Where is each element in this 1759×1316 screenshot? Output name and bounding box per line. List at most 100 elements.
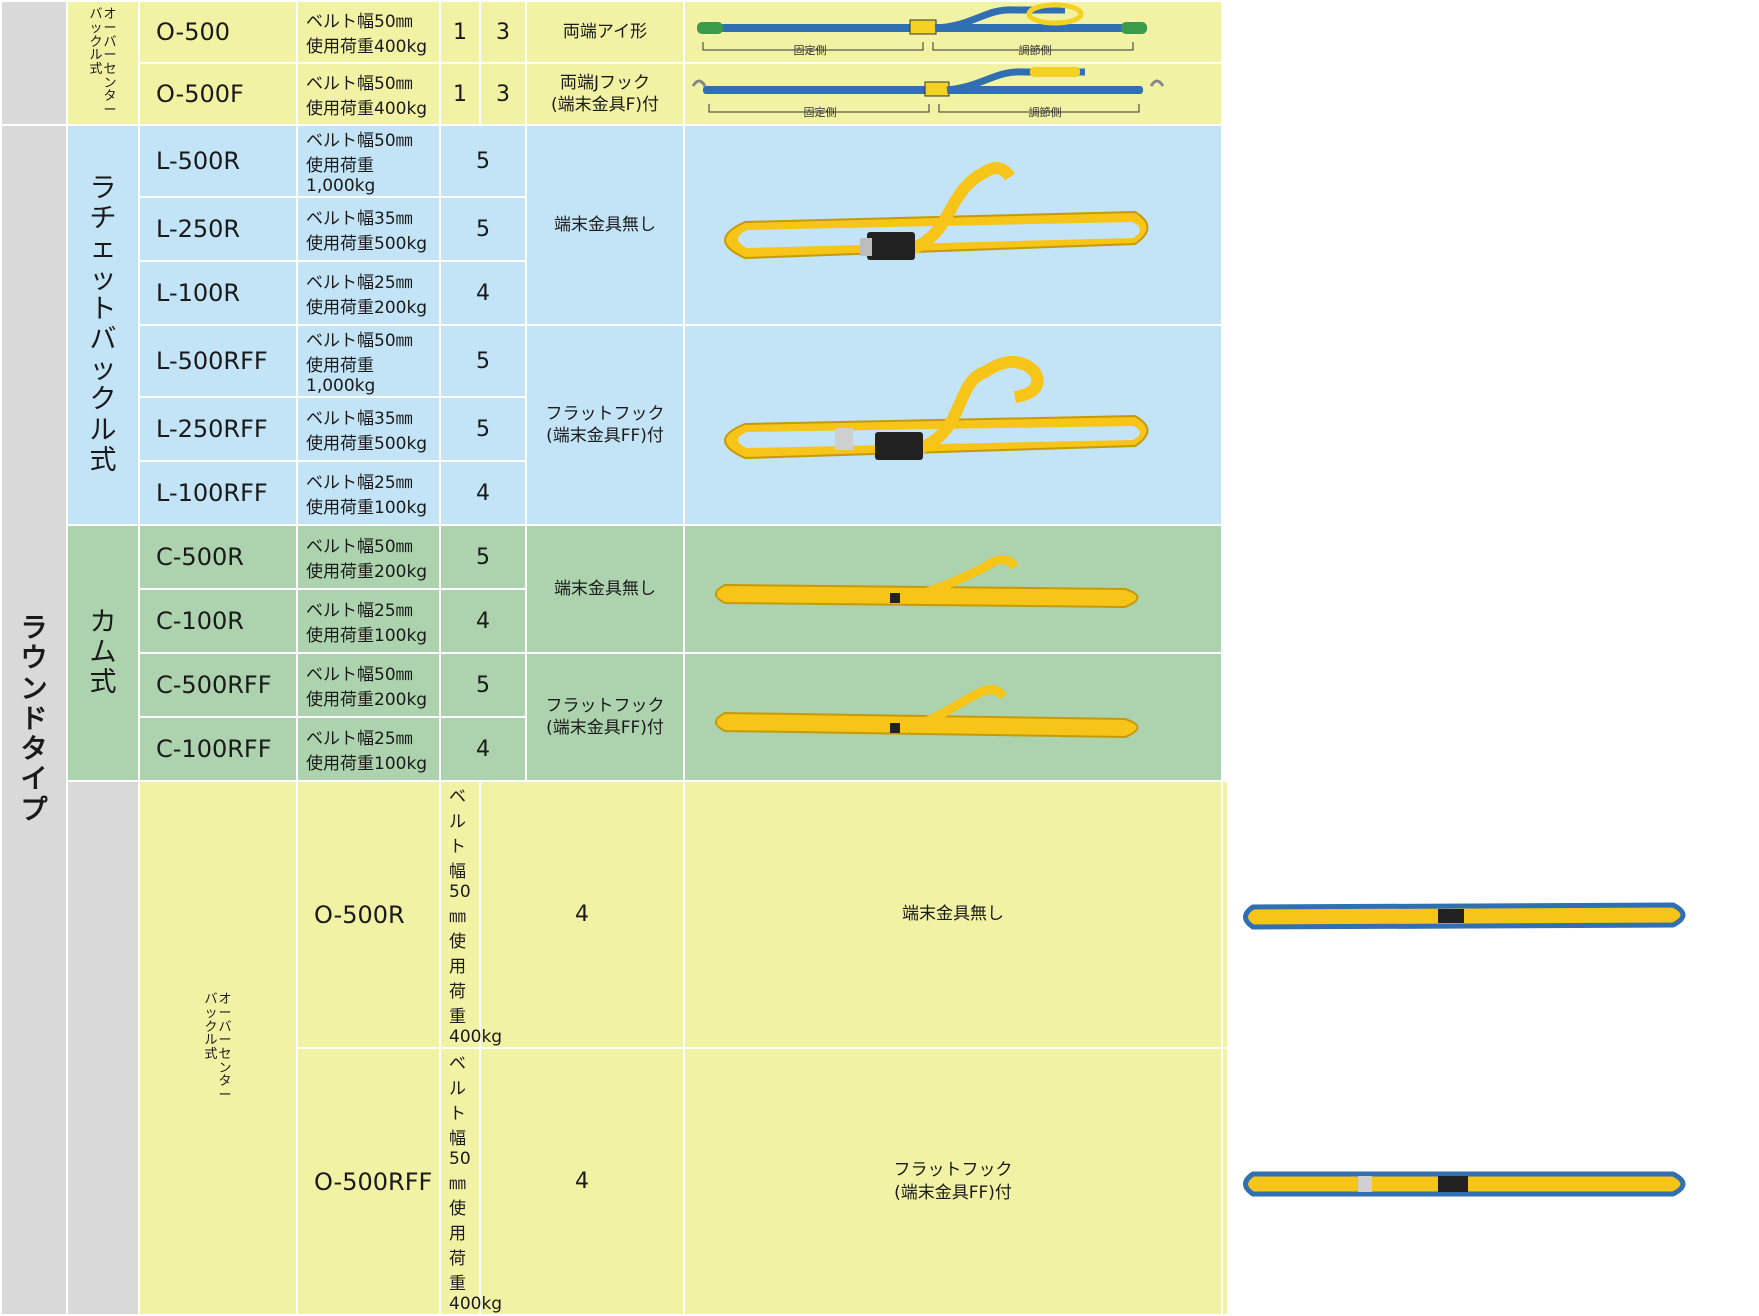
model-cell: O-500F xyxy=(140,64,296,124)
product-image xyxy=(685,654,1221,780)
working-load: 使用荷重400kg xyxy=(449,932,503,1047)
overcenter-label: オーバーセンターバックル式 xyxy=(140,993,296,1102)
belt-width: ベルト幅25㎜ xyxy=(306,601,413,621)
category-round-type: ラウンドタイプ xyxy=(2,126,66,1314)
belt-width: ベルト幅25㎜ xyxy=(306,273,413,293)
overcenter-strap-image xyxy=(1243,901,1686,930)
working-load: 使用荷重500kg xyxy=(306,234,428,254)
end-line2: (端末金具FF)付 xyxy=(894,1182,1012,1203)
model-cell: L-250R xyxy=(140,198,296,260)
vertical-char: 式 xyxy=(89,62,103,77)
working-load: 使用荷重400kg xyxy=(306,99,428,119)
col-a-cell: 1 xyxy=(441,2,479,62)
vertical-char: タ xyxy=(103,89,117,105)
end-fitting-cell: 端末金具無し xyxy=(527,126,683,324)
strap-j-hook-image: 固定側 調節側 xyxy=(691,67,1165,119)
model-cell: C-100RFF xyxy=(140,718,296,780)
vertical-char: ッ xyxy=(204,1006,218,1022)
end-fitting-cell: フラットフック(端末金具FF)付 xyxy=(685,1049,1221,1314)
belt-width: ベルト幅25㎜ xyxy=(306,729,413,749)
vertical-char: 式 xyxy=(204,1047,218,1062)
quantity-cell: 4 xyxy=(481,782,683,1047)
col-b-cell: 3 xyxy=(481,2,525,62)
product-image xyxy=(1223,782,1686,1047)
belt-width: ベルト幅35㎜ xyxy=(306,209,413,229)
vertical-char: イ xyxy=(20,764,48,796)
vertical-char: ム xyxy=(89,636,117,668)
vertical-char: ー xyxy=(103,48,117,64)
belt-width: ベルト幅50㎜ xyxy=(306,665,413,685)
end-fitting-cell: 両端Jフック(端末金具F)付 xyxy=(527,64,683,124)
working-load: 使用荷重400kg xyxy=(449,1199,503,1314)
end-line1: フラットフック xyxy=(893,1160,1013,1181)
vertical-char: カ xyxy=(89,606,117,638)
vertical-char: ッ xyxy=(89,354,117,386)
overcenter-label: オーバーセンターバックル式 xyxy=(68,8,138,117)
vertical-char: ー xyxy=(103,102,117,118)
model-cell: L-100R xyxy=(140,262,296,324)
vertical-char: ー xyxy=(218,1033,232,1049)
adjust-side-label: 調節側 xyxy=(1029,105,1062,119)
vertical-char: ー xyxy=(218,1006,232,1022)
working-load: 使用荷重400kg xyxy=(306,37,428,57)
end-fitting-cell: 端末金具無し xyxy=(527,526,683,652)
vertical-char: ト xyxy=(89,293,117,325)
vertical-char: タ xyxy=(218,1074,232,1090)
group-ratchet-buckle: ラチェットバックル式 xyxy=(68,126,138,524)
vertical-char: ル xyxy=(204,1033,218,1049)
working-load: 使用荷重200kg xyxy=(306,298,428,318)
group-overcenter-bottom: オーバーセンターバックル式 xyxy=(140,782,296,1314)
end-line1: 両端Jフック xyxy=(559,72,650,93)
working-load: 使用荷重100kg xyxy=(306,626,428,646)
model-cell: O-500R xyxy=(298,782,439,1047)
vertical-char: ル xyxy=(89,48,103,64)
vertical-char: ラ xyxy=(89,172,117,204)
model-cell: C-500RFF xyxy=(140,654,296,716)
vertical-char: チ xyxy=(89,203,117,235)
product-image: 固定側 調節側 xyxy=(685,64,1221,124)
vertical-char: ク xyxy=(89,34,103,50)
model-cell: C-100R xyxy=(140,590,296,652)
ratchet-strap-flat-hook-image xyxy=(724,356,1149,460)
ratchet-buckle-label: ラチェットバックル式 xyxy=(68,172,138,476)
vertical-char: オ xyxy=(103,7,117,23)
vertical-char: バ xyxy=(204,992,218,1008)
category-top-empty xyxy=(2,2,66,124)
end-fitting-cell: フラットフック(端末金具FF)付 xyxy=(527,326,683,524)
vertical-char: ッ xyxy=(89,263,117,295)
category-bottom-empty xyxy=(68,782,138,1314)
belt-width: ベルト幅50㎜ xyxy=(449,787,471,927)
vertical-char: 式 xyxy=(89,667,117,699)
vertical-char: タ xyxy=(20,734,48,766)
cam-strap-image xyxy=(715,555,1139,609)
quantity-cell: 4 xyxy=(441,590,525,652)
product-image xyxy=(685,526,1221,652)
belt-width: ベルト幅50㎜ xyxy=(306,131,413,151)
col-a-cell: 1 xyxy=(441,64,479,124)
vertical-char: バ xyxy=(89,324,117,355)
belt-width: ベルト幅50㎜ xyxy=(306,74,413,94)
working-load: 使用荷重200kg xyxy=(306,690,428,710)
vertical-char: ク xyxy=(89,384,117,416)
quantity-cell: 4 xyxy=(441,462,525,524)
vertical-char: ウ xyxy=(20,643,48,675)
belt-width: ベルト幅50㎜ xyxy=(306,537,413,557)
strap-both-eye-image: 固定側 調節側 xyxy=(697,2,1147,57)
quantity-cell: 4 xyxy=(441,718,525,780)
vertical-char: ク xyxy=(204,1019,218,1035)
end-fitting-cell: フラットフック(端末金具FF)付 xyxy=(527,654,683,780)
col-b-cell: 3 xyxy=(481,64,525,124)
belt-width: ベルト幅35㎜ xyxy=(306,409,413,429)
cam-buckle-label: カム式 xyxy=(68,606,138,699)
vertical-char: 式 xyxy=(89,444,117,476)
model-cell: O-500RFF xyxy=(298,1049,439,1314)
working-load: 使用荷重1,000kg xyxy=(306,356,376,396)
